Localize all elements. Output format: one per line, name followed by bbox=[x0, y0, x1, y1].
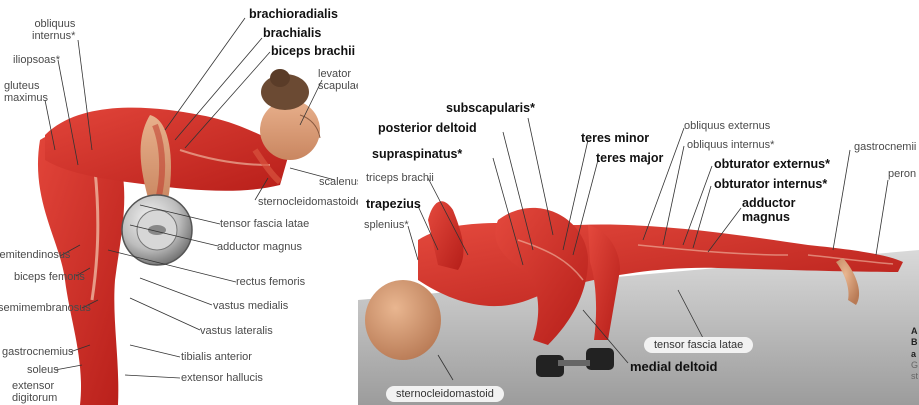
right-anatomy-figure: subscapularis* posterior deltoid suprasp… bbox=[358, 0, 919, 405]
label-subscapularis: subscapularis* bbox=[446, 102, 535, 116]
label-obturator-internus: obturator internus* bbox=[714, 178, 827, 192]
label-tensor-fascia-latae: tensor fascia latae bbox=[220, 218, 309, 230]
label-vastus-medialis: vastus medialis bbox=[213, 300, 288, 312]
label-brachialis: brachialis bbox=[263, 27, 321, 41]
edge-text-b: B bbox=[911, 337, 918, 348]
label-sternocleidomastoid: sternocleidomastoid bbox=[386, 386, 504, 402]
label-levator-scapulae: levator scapulae* bbox=[318, 68, 358, 92]
label-extensor-hallucis: extensor hallucis bbox=[181, 372, 263, 384]
label-splenius: splenius* bbox=[364, 219, 409, 231]
label-iliopsoas: iliopsoas* bbox=[13, 54, 60, 66]
label-triceps-brachii: triceps brachii bbox=[366, 172, 434, 184]
label-obturator-externus: obturator externus* bbox=[714, 158, 830, 172]
label-vastus-lateralis: vastus lateralis bbox=[200, 325, 273, 337]
label-teres-major: teres major bbox=[596, 152, 663, 166]
edge-text-d: G bbox=[911, 360, 918, 371]
label-scalenus: scalenus* bbox=[319, 176, 358, 188]
label-obliquus-externus: obliquus externus bbox=[684, 120, 770, 132]
label-obliquus-internus: obliquus internus* bbox=[32, 18, 75, 42]
label-supraspinatus: supraspinatus* bbox=[372, 148, 462, 162]
label-semimembranosus: semimembranosus bbox=[0, 302, 91, 314]
label-obliquus-internus-right: obliquus internus* bbox=[687, 139, 774, 151]
label-sternocleidomastoideus: sternocleidomastoideus bbox=[258, 196, 358, 208]
edge-text-c: a bbox=[911, 349, 918, 360]
label-semitendinosus: semitendinosus bbox=[0, 249, 70, 261]
label-adductor-magnus: adductor magnus bbox=[217, 241, 302, 253]
label-tensor-fascia-latae-right: tensor fascia latae bbox=[644, 337, 753, 353]
label-medial-deltoid: medial deltoid bbox=[630, 360, 717, 374]
label-posterior-deltoid: posterior deltoid bbox=[378, 122, 477, 136]
label-soleus: soleus bbox=[27, 364, 59, 376]
label-gastrocnemius: gastrocnemius bbox=[2, 346, 74, 358]
label-extensor-digitorum: extensor digitorum bbox=[12, 380, 57, 404]
label-teres-minor: teres minor bbox=[581, 132, 649, 146]
label-gastrocnemii: gastrocnemii bbox=[854, 141, 916, 153]
label-adductor-magnus-right: adductor magnus bbox=[742, 197, 795, 225]
edge-text-e: st bbox=[911, 371, 918, 382]
label-biceps-femoris: biceps femoris bbox=[14, 271, 85, 283]
label-peroneus: peron bbox=[888, 168, 916, 180]
label-trapezius: trapezius bbox=[366, 198, 421, 212]
label-brachioradialis: brachioradialis bbox=[249, 8, 338, 22]
label-tibialis-anterior: tibialis anterior bbox=[181, 351, 252, 363]
pushup-figure-illustration bbox=[358, 0, 919, 405]
label-biceps-brachii: biceps brachii bbox=[271, 45, 355, 59]
edge-text-column: A B a G st bbox=[911, 326, 918, 382]
label-rectus-femoris: rectus femoris bbox=[236, 276, 305, 288]
edge-text-a: A bbox=[911, 326, 918, 337]
left-anatomy-figure: obliquus internus* iliopsoas* gluteus ma… bbox=[0, 0, 358, 405]
label-gluteus-maximus: gluteus maximus bbox=[4, 80, 48, 104]
